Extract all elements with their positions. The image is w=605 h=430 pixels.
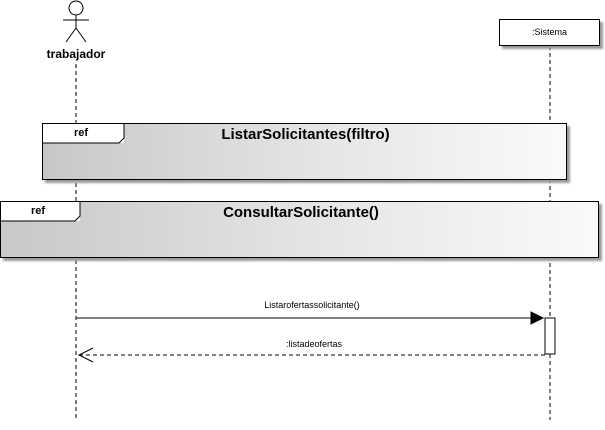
system-participant-box[interactable]: :Sistema [499, 19, 600, 46]
tag-outline [1, 202, 81, 222]
fragment-operator: ref [73, 127, 89, 139]
activation-bar [544, 317, 556, 355]
fragment-operator-tag: ref [43, 124, 125, 144]
fragment-operator: ref [30, 205, 46, 217]
message-reply-arrow [77, 347, 545, 363]
message-call-label: Listarofertassolicitante() [264, 300, 360, 310]
message-reply-label: :listadeofertas [285, 339, 343, 349]
fragment-operator-tag: ref [1, 202, 81, 222]
participant-name: :Sistema [531, 27, 567, 37]
tag-outline [43, 124, 125, 144]
message-call-arrow [76, 311, 545, 325]
ref-fragment-listar-solicitantes[interactable]: ref ListarSolicitantes(filtro) [42, 123, 567, 180]
fragment-title: ListarSolicitantes(filtro) [221, 126, 390, 143]
actor-name: trabajador [46, 47, 106, 61]
ref-fragment-consultar-solicitante[interactable]: ref ConsultarSolicitante() [0, 201, 599, 258]
actor-stick-figure-icon [63, 0, 89, 43]
fragment-title: ConsultarSolicitante() [223, 204, 379, 221]
